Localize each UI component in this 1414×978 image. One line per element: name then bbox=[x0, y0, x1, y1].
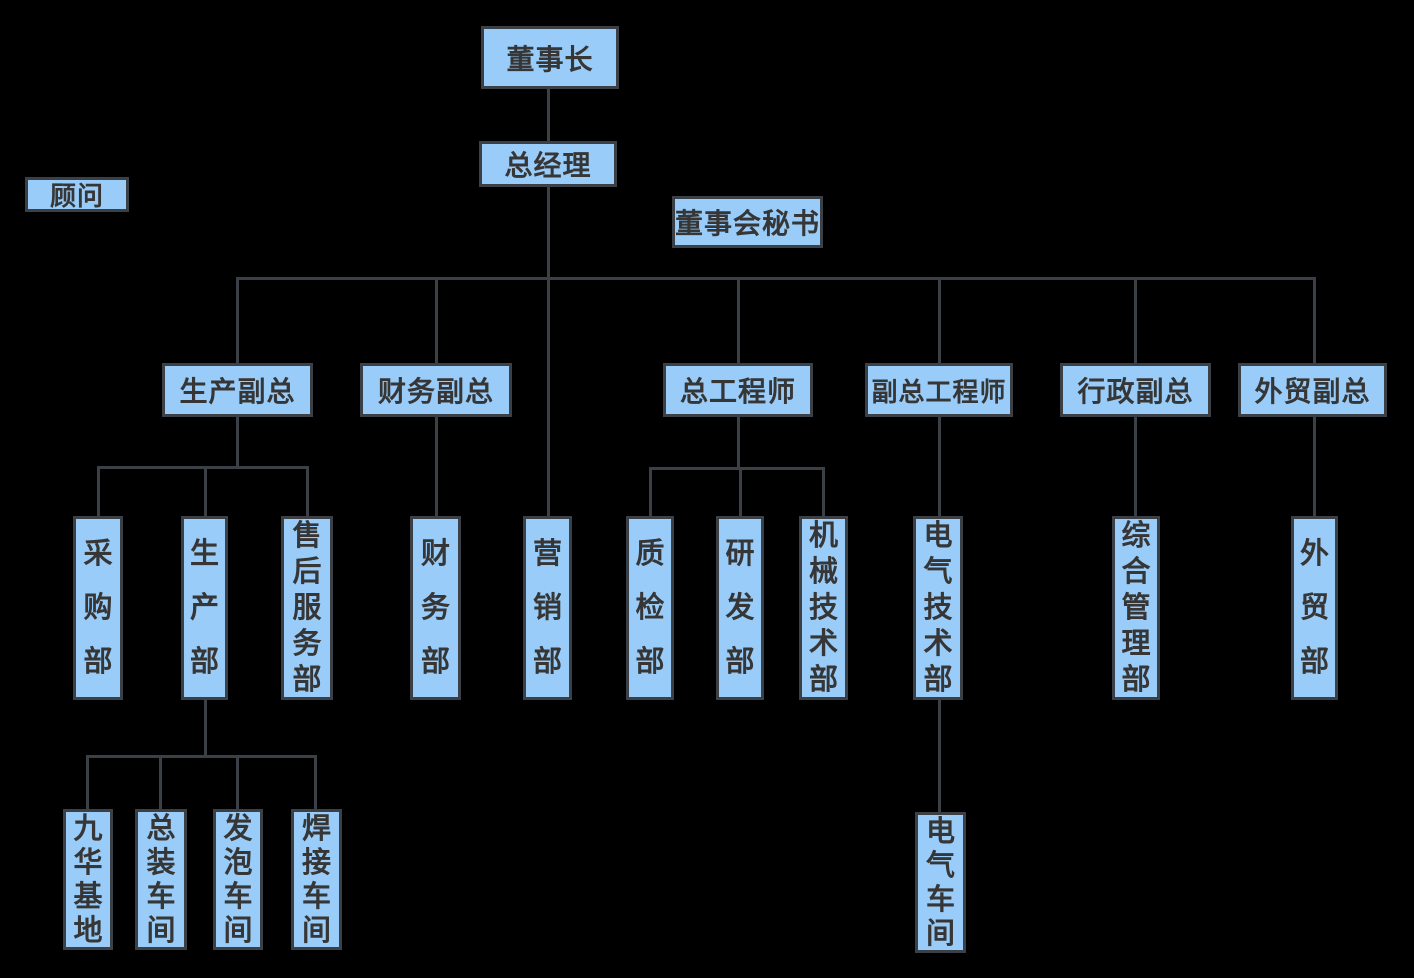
node-elec-tech-dept[interactable]: 电气技术部 bbox=[913, 516, 963, 700]
node-rd-dept[interactable]: 研发部 bbox=[716, 516, 764, 700]
node-chairman[interactable]: 董事长 bbox=[481, 26, 619, 89]
connector-drop-trade-vp bbox=[1313, 277, 1316, 363]
node-marketing-dept[interactable]: 营销部 bbox=[523, 516, 572, 700]
connector-drop-jiuhua bbox=[86, 755, 89, 809]
connector-drop-purchasing bbox=[97, 466, 100, 516]
node-deputy-chief-engineer[interactable]: 副总工程师 bbox=[865, 363, 1013, 417]
connector-drop-production-vp bbox=[236, 277, 239, 363]
connector-engineer-branch bbox=[649, 467, 825, 470]
node-advisor[interactable]: 顾问 bbox=[25, 177, 129, 212]
node-finance-dept[interactable]: 财务部 bbox=[410, 516, 461, 700]
connector-drop-after-sales bbox=[306, 466, 309, 516]
node-purchasing-dept[interactable]: 采购部 bbox=[73, 516, 123, 700]
connector-admin-mgmt bbox=[1134, 417, 1137, 516]
connector-gm-marketing bbox=[547, 187, 550, 516]
connector-drop-welding bbox=[314, 755, 317, 809]
node-after-sales-dept[interactable]: 售后服务部 bbox=[281, 516, 333, 700]
node-general-manager[interactable]: 总经理 bbox=[479, 141, 617, 187]
connector-production-branch bbox=[97, 466, 309, 469]
connector-drop-finance-vp bbox=[435, 277, 438, 363]
node-mech-tech-dept[interactable]: 机械技术部 bbox=[799, 516, 848, 700]
connector-drop-chief-engineer bbox=[737, 277, 740, 363]
node-admin-vp[interactable]: 行政副总 bbox=[1060, 363, 1211, 417]
node-finance-vp[interactable]: 财务副总 bbox=[360, 363, 512, 417]
connector-elec-tech-workshop bbox=[938, 700, 941, 812]
node-foaming-workshop[interactable]: 发泡车间 bbox=[213, 809, 263, 950]
node-electrical-workshop[interactable]: 电气车间 bbox=[915, 812, 966, 953]
node-jiuhua-base[interactable]: 九华基地 bbox=[63, 809, 113, 950]
node-assembly-workshop[interactable]: 总装车间 bbox=[135, 809, 187, 950]
node-chief-engineer[interactable]: 总工程师 bbox=[663, 363, 813, 417]
connector-trade-vp-dept bbox=[1313, 417, 1316, 516]
node-general-mgmt-dept[interactable]: 综合管理部 bbox=[1112, 516, 1160, 700]
connector-chief-engineer-stem bbox=[737, 417, 740, 467]
connector-drop-assembly bbox=[159, 755, 162, 809]
connector-drop-quality bbox=[649, 467, 652, 516]
connector-drop-foaming bbox=[236, 755, 239, 809]
connector-drop-admin-vp bbox=[1134, 277, 1137, 363]
connector-chairman-gm bbox=[547, 89, 550, 141]
node-welding-workshop[interactable]: 焊接车间 bbox=[291, 809, 342, 950]
connector-drop-production-dept bbox=[204, 466, 207, 516]
connector-drop-deputy-chief bbox=[938, 277, 941, 363]
connector-production-vp-stem bbox=[236, 417, 239, 466]
node-production-dept[interactable]: 生产部 bbox=[181, 516, 228, 700]
connector-workshop-branch bbox=[86, 755, 317, 758]
node-quality-dept[interactable]: 质检部 bbox=[626, 516, 674, 700]
connector-drop-mech-tech bbox=[822, 467, 825, 516]
connector-production-dept-stem bbox=[204, 700, 207, 755]
connector-deputy-chief-elec bbox=[938, 417, 941, 516]
node-production-vp[interactable]: 生产副总 bbox=[162, 363, 313, 417]
node-foreign-trade-dept[interactable]: 外贸部 bbox=[1291, 516, 1338, 700]
connector-finance-vp-dept bbox=[435, 417, 438, 516]
node-foreign-trade-vp[interactable]: 外贸副总 bbox=[1238, 363, 1387, 417]
connector-drop-rd bbox=[739, 467, 742, 516]
connector-main-horizontal bbox=[236, 277, 1316, 280]
node-board-secretary[interactable]: 董事会秘书 bbox=[672, 196, 823, 248]
